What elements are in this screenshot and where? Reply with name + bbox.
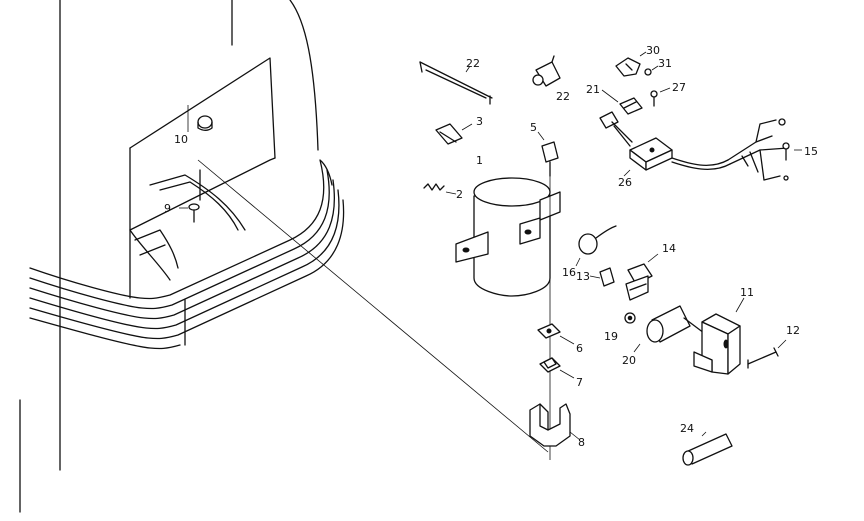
part-11-housing [693, 297, 745, 375]
part-14-start-relay [625, 253, 659, 301]
callout-21: 21 [586, 83, 600, 96]
callout-19: 19 [604, 330, 618, 343]
part-20-cylinder [633, 305, 709, 353]
part-30-clip [615, 51, 647, 77]
callout-3: 3 [476, 115, 483, 128]
base-pan [129, 157, 276, 281]
callout-20: 20 [622, 354, 636, 367]
part-2-clip [423, 183, 457, 195]
part-16-relay [575, 225, 617, 267]
part-9-screw [179, 203, 200, 223]
callout-22-top: 22 [466, 57, 480, 70]
part-12-screw [747, 339, 787, 369]
callout-labels: 10 9 22 22 3 5 1 2 16 13 14 11 12 19 20 … [164, 44, 818, 449]
callout-5: 5 [530, 121, 537, 134]
part-15-screw [782, 142, 802, 161]
cabinet-body [19, 0, 319, 513]
part-6-grommet [537, 323, 575, 345]
callout-15: 15 [804, 145, 818, 158]
callout-11: 11 [740, 286, 754, 299]
part-31-screw [644, 65, 659, 76]
callout-8: 8 [578, 436, 585, 449]
part-24-drier [682, 431, 733, 466]
callout-9: 9 [164, 202, 171, 215]
part-27-screw [650, 87, 671, 107]
callout-6: 6 [576, 342, 583, 355]
callout-27: 27 [672, 81, 686, 94]
part-3-clip [435, 123, 473, 145]
callout-2: 2 [456, 188, 463, 201]
part-26-control-box [599, 111, 789, 181]
cabinet-bottom-ribs [29, 159, 345, 350]
part-10-grommet [187, 105, 213, 132]
part-21-cover [601, 89, 643, 115]
callout-1: 1 [476, 154, 483, 167]
callout-31: 31 [658, 57, 672, 70]
part-22-relay-clip [532, 55, 561, 87]
part-19-nut [624, 312, 636, 324]
callout-22-clip: 22 [556, 90, 570, 103]
part-13-terminal [589, 267, 615, 287]
callout-24: 24 [680, 422, 694, 435]
part-1-compressor [455, 177, 561, 297]
assembly-line [197, 159, 549, 453]
callout-12: 12 [786, 324, 800, 337]
callout-14: 14 [662, 242, 676, 255]
callout-26: 26 [618, 176, 632, 189]
part-5-protector [537, 131, 559, 177]
callout-10: 10 [174, 133, 188, 146]
part-8-bracket [529, 403, 581, 447]
callout-30: 30 [646, 44, 660, 57]
part-7-washer [539, 357, 575, 379]
callout-13: 13 [576, 270, 590, 283]
callout-7: 7 [576, 376, 583, 389]
callout-16: 16 [562, 266, 576, 279]
part-22-bracket-strip [419, 61, 493, 105]
